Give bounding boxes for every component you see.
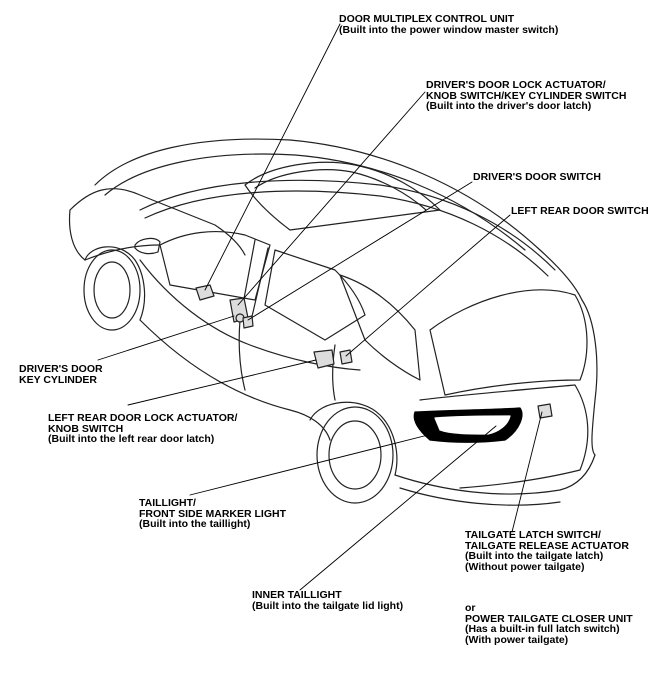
label-line: (Built into the driver's door latch) <box>426 100 592 112</box>
quarter-window <box>339 274 421 381</box>
label-line: (Built into the taillight) <box>139 518 251 530</box>
label-line: INNER TAILLIGHT <box>252 589 342 601</box>
label-line: POWER TAILGATE CLOSER UNIT <box>465 612 633 625</box>
label-line: KNOB SWITCH/KEY CYLINDER SWITCH <box>426 89 627 102</box>
rear-door-window <box>264 249 366 341</box>
label-line: LEFT REAR DOOR SWITCH <box>511 205 649 217</box>
front-wheel-arch <box>84 246 146 321</box>
leader-lr-lock <box>127 359 317 406</box>
leader-lr-door-switch <box>345 214 511 357</box>
label-line: DRIVER'S DOOR SWITCH <box>473 171 601 183</box>
label-drv-key-cylinder: DRIVER'S DOOR KEY CYLINDER <box>19 364 103 385</box>
mux-unit-part <box>195 284 215 301</box>
leader-door-mux <box>204 23 341 291</box>
label-line: LEFT REAR DOOR LOCK ACTUATOR/ <box>48 412 238 424</box>
label-line: DRIVER'S DOOR <box>19 363 103 375</box>
label-line: (Built into the tailgate latch) <box>465 550 604 562</box>
rear-wheel-arch <box>309 401 398 476</box>
windshield <box>69 188 246 256</box>
label-line: (With power tailgate) <box>465 633 569 646</box>
tailgate-latch-part <box>537 403 553 419</box>
label-lr-lock-actuator: LEFT REAR DOOR LOCK ACTUATOR/ KNOB SWITC… <box>48 413 237 445</box>
label-tailgate-latch: TAILGATE LATCH SWITCH/ TAILGATE RELEASE … <box>465 530 629 572</box>
label-lr-door-switch: LEFT REAR DOOR SWITCH <box>511 206 649 217</box>
label-door-mux: DOOR MULTIPLEX CONTROL UNIT (Built into … <box>339 14 558 35</box>
label-line: or <box>465 602 476 614</box>
label-drv-lock-actuator: DRIVER'S DOOR LOCK ACTUATOR/ KNOB SWITCH… <box>426 80 626 112</box>
label-line: TAILGATE RELEASE ACTUATOR <box>465 539 629 552</box>
label-line: DRIVER'S DOOR LOCK ACTUATOR/ <box>426 79 606 91</box>
tailgate <box>419 384 589 489</box>
rear-wheel <box>316 406 394 504</box>
leader-taillight <box>189 433 433 496</box>
front-door-window <box>159 231 271 301</box>
label-drv-door-switch: DRIVER'S DOOR SWITCH <box>473 172 601 183</box>
lr-latch-part <box>313 349 335 369</box>
label-line: KNOB SWITCH <box>48 422 124 435</box>
leader-inner-taillight <box>299 425 497 591</box>
label-line: TAILLIGHT/ <box>139 497 196 509</box>
label-taillight: TAILLIGHT/ FRONT SIDE MARKER LIGHT (Buil… <box>139 498 286 530</box>
leader-tailgate-latch <box>511 411 543 533</box>
label-inner-taillight: INNER TAILLIGHT (Built into the tailgate… <box>252 590 403 611</box>
label-line: (Built into the power window master swit… <box>339 23 559 36</box>
label-line: TAILGATE LATCH SWITCH/ <box>465 529 601 541</box>
leader-drv-key-cyl <box>97 315 235 361</box>
door-seam-front <box>238 319 246 391</box>
leader-drv-door-switch <box>247 181 473 321</box>
side-mirror <box>134 237 161 255</box>
leader-drv-lock <box>237 91 426 306</box>
label-line: (Without power tailgate) <box>465 560 585 573</box>
roof-outline <box>94 138 583 301</box>
label-line: KEY CYLINDER <box>19 373 97 386</box>
rear-window <box>429 289 588 396</box>
label-line: DOOR MULTIPLEX CONTROL UNIT <box>339 13 515 25</box>
drv-door-switch-part <box>242 315 254 329</box>
side-body <box>139 319 331 441</box>
label-line: (Built into the left rear door latch) <box>48 433 215 445</box>
front-wheel <box>83 249 141 331</box>
label-line: (Has a built-in full latch switch) <box>465 623 620 635</box>
door-seam-rear <box>332 344 336 401</box>
label-closer-unit: or POWER TAILGATE CLOSER UNIT (Has a bui… <box>465 603 633 645</box>
rear-bumper <box>394 454 596 495</box>
label-line: FRONT SIDE MARKER LIGHT <box>139 507 286 520</box>
label-line: (Built into the tailgate lid light) <box>252 599 404 612</box>
